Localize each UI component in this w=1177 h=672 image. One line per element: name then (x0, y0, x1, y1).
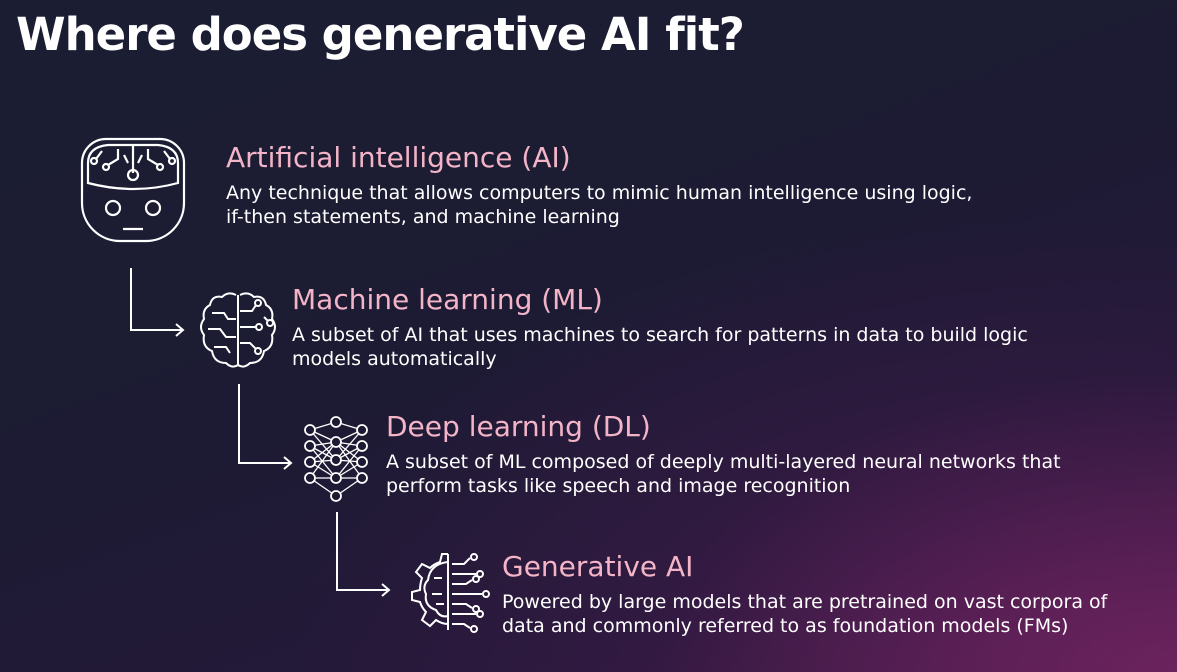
brain-circuit-icon (198, 289, 278, 375)
level-genai-description-line1: Powered by large models that are pretrai… (502, 591, 1108, 613)
level-dl-description-line1: A subset of ML composed of deeply multi-… (386, 451, 1061, 473)
level-ai-description-line2: if-then statements, and machine learning (226, 206, 620, 228)
level-ml-description: A subset of AI that uses machines to sea… (292, 323, 1028, 371)
level-ml-heading: Machine learning (ML) (292, 283, 603, 316)
arrowhead-dl (283, 456, 293, 470)
connector-dl-to-genai (336, 512, 388, 591)
level-ai-description-line1: Any technique that allows computers to m… (226, 182, 973, 204)
level-dl-description-line2: perform tasks like speech and image reco… (386, 475, 851, 497)
level-ml: Machine learning (ML) A subset of AI tha… (292, 283, 1028, 371)
level-genai: Generative AI Powered by large models th… (502, 550, 1107, 638)
level-ai-description: Any technique that allows computers to m… (226, 181, 972, 229)
level-ai: Artificial intelligence (AI) Any techniq… (226, 141, 972, 229)
level-dl: Deep learning (DL) A subset of ML compos… (386, 410, 1061, 498)
slide-title: Where does generative AI fit? (16, 8, 745, 61)
arrowhead-ml (175, 323, 185, 337)
arrowhead-genai (381, 583, 391, 597)
gear-brain-icon (408, 550, 492, 638)
connector-ml-to-dl (238, 384, 290, 464)
robot-head-icon (78, 133, 188, 249)
connector-ai-to-ml (130, 268, 182, 331)
level-genai-heading: Generative AI (502, 550, 694, 583)
level-ml-description-line1: A subset of AI that uses machines to sea… (292, 324, 1028, 346)
level-genai-description-line2: data and commonly referred to as foundat… (502, 615, 1069, 637)
level-dl-heading: Deep learning (DL) (386, 410, 651, 443)
neural-network-icon (302, 416, 370, 506)
level-genai-description: Powered by large models that are pretrai… (502, 590, 1107, 638)
level-ml-description-line2: models automatically (292, 348, 497, 370)
level-ai-heading: Artificial intelligence (AI) (226, 141, 571, 174)
level-dl-description: A subset of ML composed of deeply multi-… (386, 450, 1061, 498)
